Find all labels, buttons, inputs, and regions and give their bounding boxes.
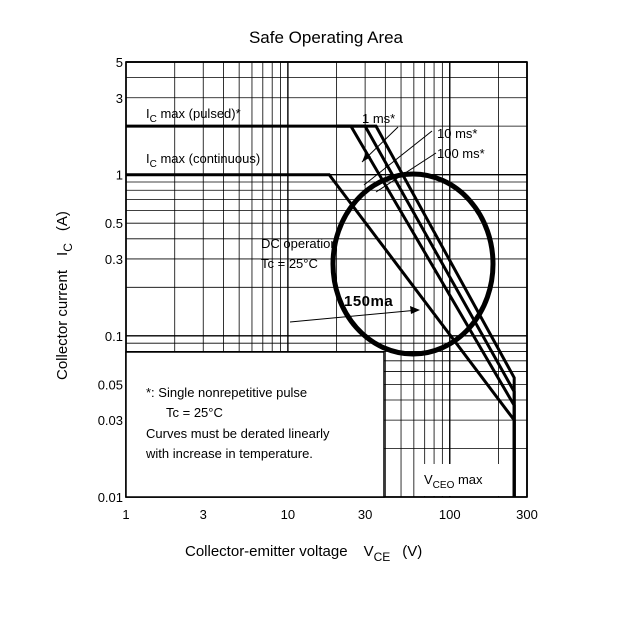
label-dc-operation: DC operation bbox=[261, 236, 338, 251]
chart-title: Safe Operating Area bbox=[249, 28, 404, 47]
handwritten-circle bbox=[330, 171, 496, 357]
arrowhead-1ms bbox=[362, 152, 371, 162]
y-tick-label: 0.3 bbox=[105, 252, 123, 267]
y-tick-label: 5 bbox=[116, 55, 123, 70]
label-100ms: 100 ms* bbox=[437, 146, 485, 161]
note-line-4: with increase in temperature. bbox=[145, 446, 313, 461]
y-axis-title: Collector currentIC(A) bbox=[54, 211, 75, 380]
tick-labels: 1 3 10 30 100 300 0.01 0.03 0.05 0.1 0.3 0.5 1 3 5 bbox=[98, 55, 538, 522]
label-ic-pulsed: IC max (pulsed)* bbox=[146, 106, 241, 125]
x-tick-label: 10 bbox=[281, 507, 295, 522]
curves bbox=[126, 124, 516, 497]
arrow-dc bbox=[289, 309, 419, 323]
x-tick-label: 300 bbox=[516, 507, 538, 522]
y-tick-label: 3 bbox=[116, 91, 123, 106]
arrowhead-dc bbox=[410, 306, 420, 314]
x-tick-label: 1 bbox=[122, 507, 129, 522]
curve-ic-max-continuous bbox=[126, 173, 516, 497]
vceo-box bbox=[418, 464, 504, 496]
label-ic-cont: IC max (continuous) bbox=[146, 151, 260, 170]
y-tick-label: 0.1 bbox=[105, 329, 123, 344]
y-tick-label: 1 bbox=[116, 168, 123, 183]
label-10ms: 10 ms* bbox=[437, 126, 477, 141]
x-tick-label: 30 bbox=[358, 507, 372, 522]
label-dc-tc: Tc = 25°C bbox=[261, 256, 318, 271]
y-tick-label: 0.5 bbox=[105, 216, 123, 231]
label-1ms: 1 ms* bbox=[362, 111, 395, 126]
y-tick-label: 0.03 bbox=[98, 413, 123, 428]
note-box bbox=[125, 351, 385, 498]
note-line-2: Tc = 25°C bbox=[166, 405, 223, 420]
label-150ma: 150ma bbox=[344, 293, 393, 310]
note-line-1: *: Single nonrepetitive pulse bbox=[146, 385, 307, 400]
arrow-10ms bbox=[363, 130, 433, 186]
y-tick-label: 0.01 bbox=[98, 490, 123, 505]
note-line-3: Curves must be derated linearly bbox=[146, 426, 330, 441]
x-tick-label: 100 bbox=[439, 507, 461, 522]
label-vceo: VCEO max bbox=[424, 472, 483, 491]
y-tick-label: 0.05 bbox=[98, 377, 123, 392]
x-tick-label: 3 bbox=[200, 507, 207, 522]
